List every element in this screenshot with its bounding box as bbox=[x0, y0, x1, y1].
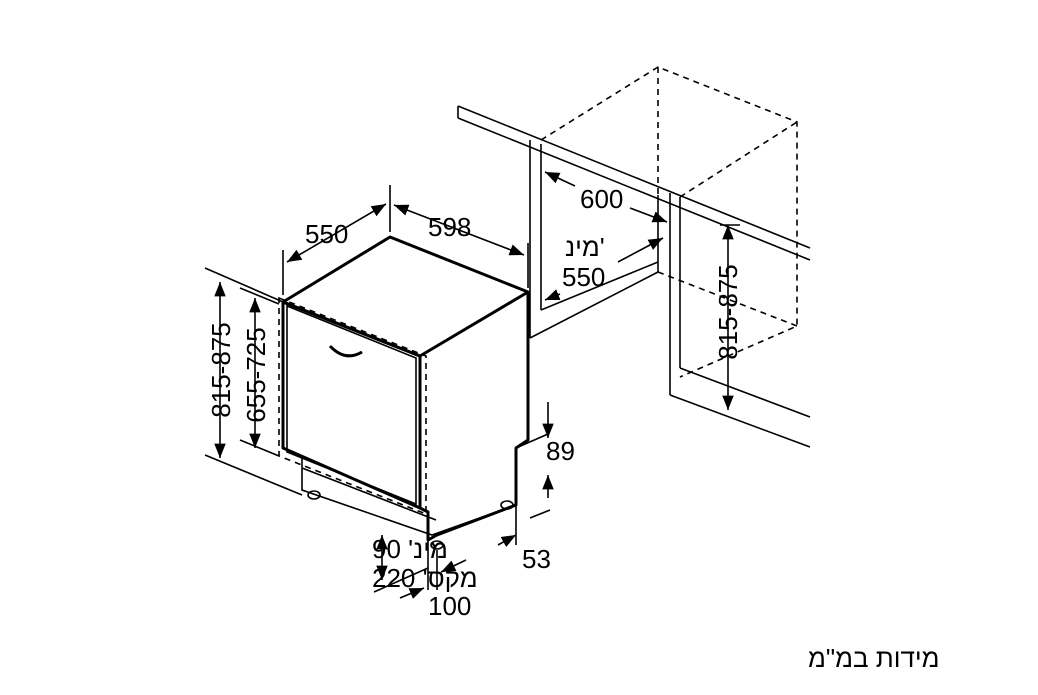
foot-left bbox=[307, 490, 321, 500]
label-plinth-min: מינ' 90 bbox=[372, 534, 448, 564]
label-height-total: 815-875 bbox=[206, 322, 236, 417]
label-depth: 550 bbox=[305, 219, 348, 249]
label-height-appliance: 655-725 bbox=[241, 327, 271, 422]
label-niche-depth-min: מינ' bbox=[565, 232, 605, 262]
dishwasher-body bbox=[278, 235, 530, 550]
label-niche-height: 815-875 bbox=[713, 264, 743, 359]
label-plinth-max: מקס' 220 bbox=[372, 563, 478, 593]
foot-front bbox=[430, 540, 444, 550]
cabinet-niche bbox=[457, 66, 811, 448]
dimension-lines bbox=[204, 171, 740, 599]
units-caption: מידות במ"מ bbox=[808, 643, 939, 673]
label-width: 598 bbox=[428, 212, 471, 242]
door-handle bbox=[328, 344, 363, 358]
dimension-labels: 550 598 815-875 655-725 600 מינ' 550 815… bbox=[206, 184, 743, 621]
label-toe-kick-top: 89 bbox=[546, 436, 575, 466]
label-toe-kick-depth: 53 bbox=[522, 544, 551, 574]
label-niche-depth: 550 bbox=[562, 262, 605, 292]
label-foot-offset: 100 bbox=[428, 591, 471, 621]
foot-right bbox=[500, 500, 514, 510]
label-niche-width: 600 bbox=[580, 184, 623, 214]
